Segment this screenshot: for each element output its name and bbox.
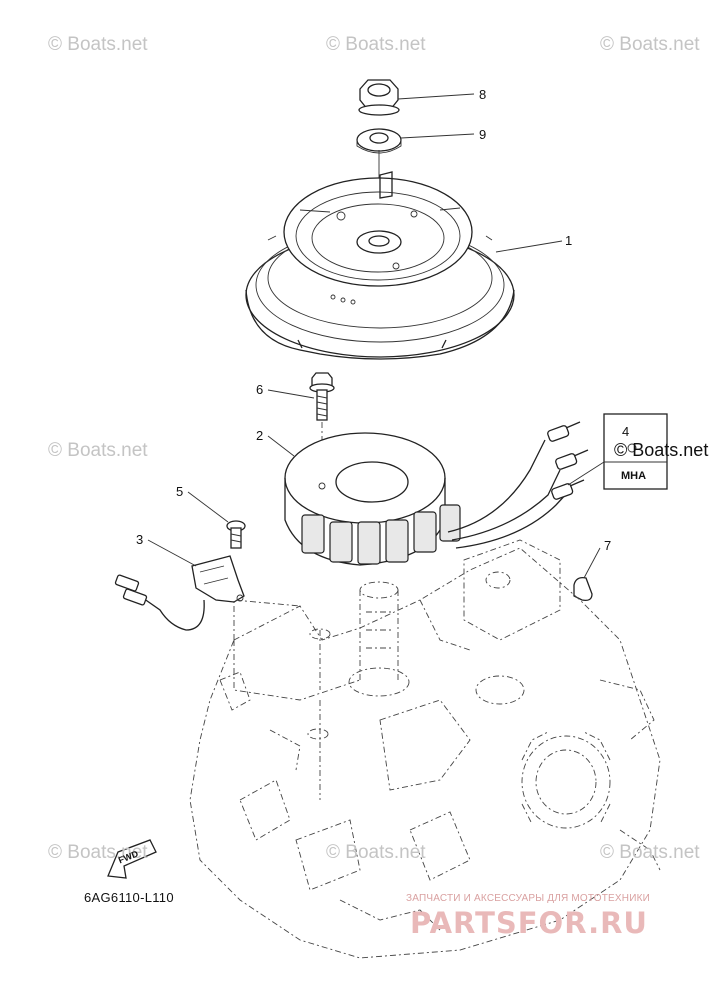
callout-1: 1 [565, 233, 573, 248]
callout-6: 6 [256, 382, 264, 397]
part-1-flywheel [245, 171, 515, 360]
watermark: © Boats.net [600, 842, 700, 863]
site-label: © Boats.net [614, 440, 709, 460]
kit-box [567, 413, 668, 490]
reference-code: 6AG6110-L110 [84, 890, 174, 905]
part-7-key [573, 577, 593, 602]
fwd-arrow-icon [107, 839, 157, 879]
watermark: © Boats.net [48, 34, 148, 55]
brand-tagline: ЗАПЧАСТИ И АКСЕССУАРЫ ДЛЯ МОТОТЕХНИКИ [406, 893, 651, 904]
part-8-nut [358, 79, 400, 116]
watermark: © Boats.net [326, 34, 426, 55]
watermark: © Boats.net [48, 440, 148, 461]
watermark: © Boats.net [600, 34, 700, 55]
kit-code: MHA [621, 470, 647, 482]
callout-5: 5 [176, 484, 184, 499]
callout-9: 9 [479, 127, 487, 142]
callout-2: 2 [256, 428, 264, 443]
callout-3: 3 [136, 532, 144, 547]
part-5-screw [226, 520, 246, 549]
leader-lines [147, 93, 601, 579]
part-3-pulser-coil [114, 555, 245, 631]
watermark: © Boats.net [326, 842, 426, 863]
brand-logo: PARTSFOR.RU [410, 906, 648, 940]
part-2-stator [284, 421, 589, 566]
engine-block-outline [189, 539, 661, 959]
callout-4: 4 [622, 424, 630, 439]
part-9-washer [356, 128, 402, 154]
watermark: © Boats.net [48, 842, 148, 863]
callout-7: 7 [604, 538, 612, 553]
callout-8: 8 [479, 87, 487, 102]
part-6-bolt [309, 372, 335, 421]
